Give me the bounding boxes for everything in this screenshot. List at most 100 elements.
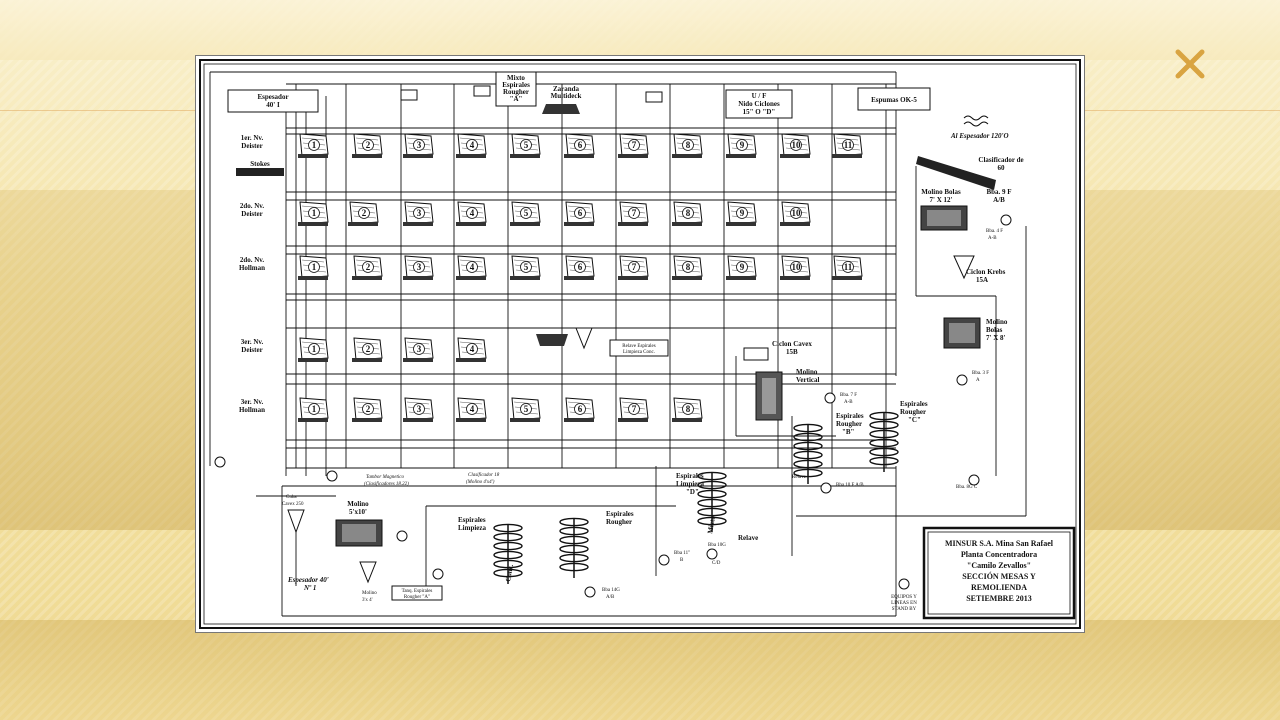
title-line-6: SETIEMBRE 2013 (966, 594, 1032, 603)
table-launder (564, 418, 594, 422)
bba10g-label-1: Bba 10G (708, 543, 726, 548)
table-launder (726, 222, 756, 226)
nido-label-1: U / F (752, 92, 767, 100)
shaking-table: 4 (456, 397, 487, 422)
table-number-badge (842, 261, 854, 273)
table-number: 3 (417, 140, 422, 150)
tambor-label-1: Tambor Magnetico (366, 475, 405, 480)
tambor-label-2: (Clasificadores 18.22) (364, 482, 409, 487)
water-symbol (963, 115, 989, 127)
table-number: 10 (792, 262, 802, 272)
bba14g-label-2: A/B (606, 595, 615, 600)
table-launder (618, 154, 648, 158)
bba3f-label-2: A (976, 378, 980, 383)
molino-vertical-label-1: Molino (796, 368, 818, 376)
table-launder (348, 222, 378, 226)
table-number-badge (308, 261, 320, 273)
table-number: 4 (470, 344, 475, 354)
nido-label-2: Nido Ciclones (738, 100, 780, 108)
table-number: 8 (686, 140, 691, 150)
equipos-label-3: STAND BY (892, 607, 917, 612)
cuba-label-1: Cuba (286, 495, 297, 500)
table-number-badge (736, 207, 748, 219)
esp-limpieza-1: Espirales (458, 516, 486, 524)
spiral-turn (869, 429, 899, 439)
clasificador-shape (916, 156, 996, 190)
molino-bolas-1-drum (927, 210, 961, 226)
spiral-turn (697, 516, 727, 526)
table-number: 9 (740, 140, 745, 150)
table-launder (510, 418, 540, 422)
shaking-table: 5 (510, 397, 541, 422)
table-number-badge (466, 403, 478, 415)
table-number-badge (842, 139, 854, 151)
table-number-badge (520, 261, 532, 273)
equipos-label-2: LINEAS EN (891, 601, 917, 606)
shaking-table: 7 (618, 397, 649, 422)
diagram-inner-border (203, 63, 1077, 625)
spiral-turn (559, 517, 589, 527)
table-number-badge (413, 343, 425, 355)
table-number-badge (682, 261, 694, 273)
molino2-label-1: Molino (986, 318, 1008, 326)
bba10f-label: Bba 10 F A/B (836, 483, 864, 488)
table-number-badge (413, 403, 425, 415)
table-number-badge (358, 207, 370, 219)
shaking-table: 4 (456, 337, 487, 362)
table-launder (298, 154, 328, 158)
shaking-table: 2 (352, 397, 383, 422)
nido-label-3: 15" O "D" (743, 108, 776, 116)
molino2-label-2: Bolas (986, 326, 1003, 334)
table-launder (672, 222, 702, 226)
al-espesador-label: Al Espesador 120'O (950, 132, 1009, 140)
title-block-inner (927, 531, 1071, 615)
cavex-label-1: Ciclon Cavex (772, 340, 812, 348)
shaking-table: 4 (456, 255, 487, 280)
molino-3x4-cyclone (359, 561, 377, 584)
table-launder (780, 154, 810, 158)
ciclon-krebs (953, 255, 975, 280)
molino-bolas-2-drum (949, 323, 975, 343)
spiral-turn (559, 544, 589, 554)
shaking-table: 9 (726, 201, 757, 226)
esp-rougher-b-1: Espirales (836, 412, 864, 420)
row-label-type: Deister (241, 142, 262, 150)
spiral-turn (697, 471, 727, 481)
shaking-table: 8 (672, 397, 703, 422)
row-label-type: Hollman (239, 406, 265, 414)
table-number: 1 (312, 404, 317, 414)
table-launder (832, 276, 862, 280)
table-launder (672, 154, 702, 158)
table-launder (298, 358, 328, 362)
table-launder (832, 154, 862, 158)
esp-rougher-c-3: "C" (908, 416, 921, 424)
table-launder (564, 276, 594, 280)
table-number-badge (466, 139, 478, 151)
conc-label: Conc. (504, 564, 515, 583)
table-number: 1 (312, 208, 317, 218)
table-number: 5 (524, 404, 529, 414)
table-launder (298, 418, 328, 422)
table-number: 8 (686, 262, 691, 272)
table-launder (298, 276, 328, 280)
spiral-turn (493, 523, 523, 533)
molino-5x10-label-1: Molino (347, 500, 369, 508)
center-ciclon (575, 327, 593, 350)
table-launder (672, 276, 702, 280)
pump-left-2 (326, 470, 338, 482)
relave-label: Relave (738, 534, 758, 542)
table-launder (403, 276, 433, 280)
table-number: 2 (366, 404, 371, 414)
shaking-table: 3 (403, 397, 434, 422)
table-number: 8 (686, 208, 691, 218)
table-number: 6 (578, 262, 583, 272)
clasificador18-label-1: Clasificador 18 (468, 473, 500, 478)
shaking-table: 6 (564, 201, 595, 226)
shaking-table: 1 (298, 255, 329, 280)
stokes-equipment (236, 168, 284, 176)
table-number: 6 (578, 208, 583, 218)
shaking-table: 3 (403, 133, 434, 158)
relave-esp-label-2: Limpieza Conc. (623, 350, 655, 355)
